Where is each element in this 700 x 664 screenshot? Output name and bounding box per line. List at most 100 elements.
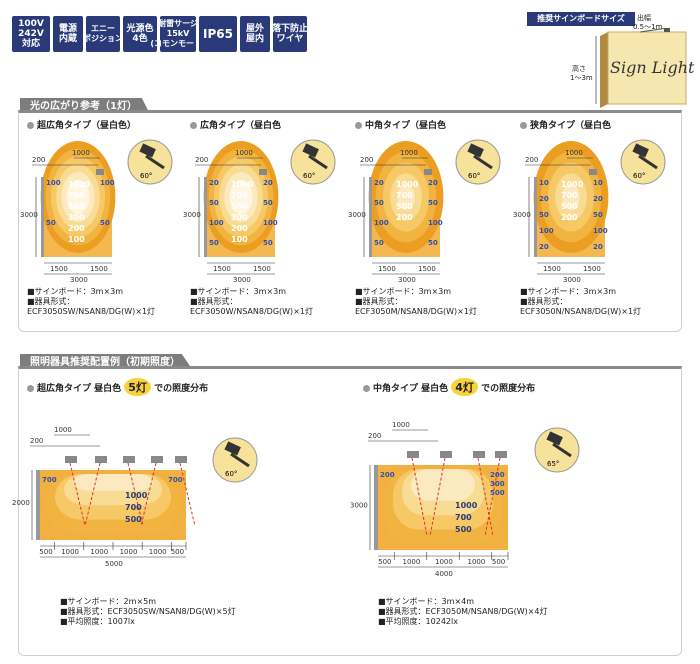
dim-bottom-segment: 1000 bbox=[435, 558, 453, 566]
edge-value-left: 700 bbox=[42, 476, 57, 484]
edge-value-right: 300 bbox=[490, 480, 505, 488]
isolux-value: 700 bbox=[561, 191, 578, 200]
isolux-band bbox=[411, 469, 475, 501]
dim-bottom-total: 5000 bbox=[105, 560, 123, 568]
lamp-fixture bbox=[175, 456, 187, 463]
lamp-circle bbox=[534, 427, 580, 473]
dim-width: 1000 bbox=[235, 149, 253, 157]
lamp-fixture bbox=[123, 456, 135, 463]
lamp-angle-icon: 60° bbox=[455, 139, 501, 185]
protrusion-label: 出幅 bbox=[637, 14, 651, 22]
lamp-arm bbox=[308, 154, 328, 170]
beam-angle: 60° bbox=[225, 470, 237, 478]
lamp-angle-icon: 60° bbox=[212, 437, 258, 483]
isolux-value: 100 bbox=[68, 235, 85, 244]
edge-value-left: 10 bbox=[539, 179, 549, 187]
lamp-fixture bbox=[440, 451, 452, 458]
spread-diagram-2: 1000700500200205010050205010050200100030… bbox=[348, 139, 501, 284]
edge-value-left: 50 bbox=[209, 199, 219, 207]
beam-line bbox=[84, 462, 101, 527]
beam-angle: 60° bbox=[468, 172, 480, 180]
lamp-fixture bbox=[589, 169, 597, 175]
edge-value-left: 50 bbox=[46, 219, 56, 227]
edge-value-right: 500 bbox=[490, 489, 505, 497]
dim-width: 1000 bbox=[54, 426, 72, 434]
spec-model: ■器具形式：ECF3050M/NSAN8/DG(W)×4灯 bbox=[378, 607, 548, 616]
edge-value-right: 10 bbox=[593, 179, 603, 187]
isolux-value: 500 bbox=[396, 202, 413, 211]
isolux-value: 1000 bbox=[455, 501, 478, 510]
isolux-value: 1000 bbox=[231, 180, 254, 189]
lamp-circle bbox=[290, 139, 336, 185]
edge-value-right: 20 bbox=[593, 243, 603, 251]
edge-value-left: 20 bbox=[209, 179, 219, 187]
spec-board: ■サインボード：3m×3m bbox=[520, 287, 617, 296]
spec-model-label: ■器具形式： bbox=[27, 297, 75, 306]
isolux-value: 300 bbox=[231, 213, 248, 222]
beam-line bbox=[411, 457, 428, 537]
panel-title-text: 超広角タイプ（昼白色） bbox=[37, 121, 137, 131]
isolux-contour bbox=[234, 187, 248, 207]
isolux-value: 500 bbox=[455, 525, 472, 534]
spread-diagrams: 1000700500300200100100501005020010003000… bbox=[20, 139, 666, 284]
beam-angle: 60° bbox=[140, 172, 152, 180]
lamp-fixture bbox=[65, 456, 77, 463]
dim-height: 3000 bbox=[348, 211, 366, 219]
dim-height: 3000 bbox=[350, 502, 368, 510]
edge-value-right: 50 bbox=[100, 219, 110, 227]
dim-offset: 200 bbox=[360, 156, 373, 164]
lamp-head bbox=[546, 431, 563, 446]
protrusion-value: 0.5～1m bbox=[633, 23, 663, 31]
edge-value-right: 20 bbox=[428, 179, 438, 187]
edge-value-right: 50 bbox=[428, 199, 438, 207]
edge-value-right: 50 bbox=[263, 199, 273, 207]
badge-voltage: 100V 242V 対応 bbox=[12, 16, 50, 52]
panel-title-text: 狭角タイプ（昼白色 bbox=[530, 121, 612, 131]
edge-value-right: 100 bbox=[428, 219, 443, 227]
spread-diagram-3: 1000700500200102050100201020501002020010… bbox=[513, 139, 666, 284]
dim-bottom-segment: 500 bbox=[378, 558, 391, 566]
edge-value-left: 100 bbox=[539, 227, 554, 235]
edge-value-right: 50 bbox=[428, 239, 438, 247]
edge-value-left: 200 bbox=[380, 471, 395, 479]
dim-width: 1000 bbox=[72, 149, 90, 157]
beam-line bbox=[69, 462, 86, 527]
sign-board-drawing bbox=[595, 28, 687, 108]
bullet-icon bbox=[27, 385, 34, 392]
lamp-head bbox=[139, 143, 156, 158]
edge-value-left: 100 bbox=[209, 219, 224, 227]
dim-offset: 200 bbox=[368, 432, 381, 440]
bullet-icon bbox=[520, 122, 527, 129]
edge-value-right: 100 bbox=[100, 179, 115, 187]
isolux-value: 700 bbox=[396, 191, 413, 200]
lamp-arm bbox=[638, 154, 658, 170]
spread-diagram-0: 1000700500300200100100501005020010003000… bbox=[20, 139, 173, 284]
dim-bottom-total: 3000 bbox=[563, 276, 581, 284]
spec-model: ECF3050N/NSAN8/DG(W)×1灯 bbox=[520, 307, 642, 316]
lamp-fixture bbox=[424, 169, 432, 175]
badge-power: 電源 内蔵 bbox=[53, 16, 83, 52]
sign-text: Sign Light bbox=[610, 58, 695, 77]
dim-bottom-total: 3000 bbox=[233, 276, 251, 284]
layout-left-title: 超広角タイプ 昼白色 5灯 での照度分布 bbox=[27, 378, 208, 396]
isolux-value: 700 bbox=[231, 191, 248, 200]
isolux-value: 500 bbox=[68, 202, 85, 211]
lamp-fixture bbox=[95, 456, 107, 463]
layout-right-title: 中角タイプ 昼白色 4灯 での照度分布 bbox=[363, 378, 535, 396]
badge-colors: 光源色 4色 bbox=[123, 16, 157, 52]
lamp-angle-icon: 60° bbox=[127, 139, 173, 185]
beam-angle: 60° bbox=[633, 172, 645, 180]
height-value: 1～3m bbox=[570, 74, 593, 82]
lamp-head bbox=[467, 143, 484, 158]
spec-board: ■サインボード：3m×3m bbox=[27, 287, 124, 296]
dim-bottom-a: 1500 bbox=[543, 265, 561, 273]
dim-bottom-b: 1500 bbox=[90, 265, 108, 273]
board-edge bbox=[374, 465, 378, 550]
spec-block: ■サインボード：3m×3m■器具形式：ECF3050N/NSAN8/DG(W)×… bbox=[520, 287, 641, 317]
beam-line bbox=[179, 462, 196, 527]
lamp-arm bbox=[473, 154, 493, 170]
panel-title: 中角タイプ（昼白色 bbox=[355, 118, 446, 131]
edge-value-left: 50 bbox=[374, 199, 384, 207]
